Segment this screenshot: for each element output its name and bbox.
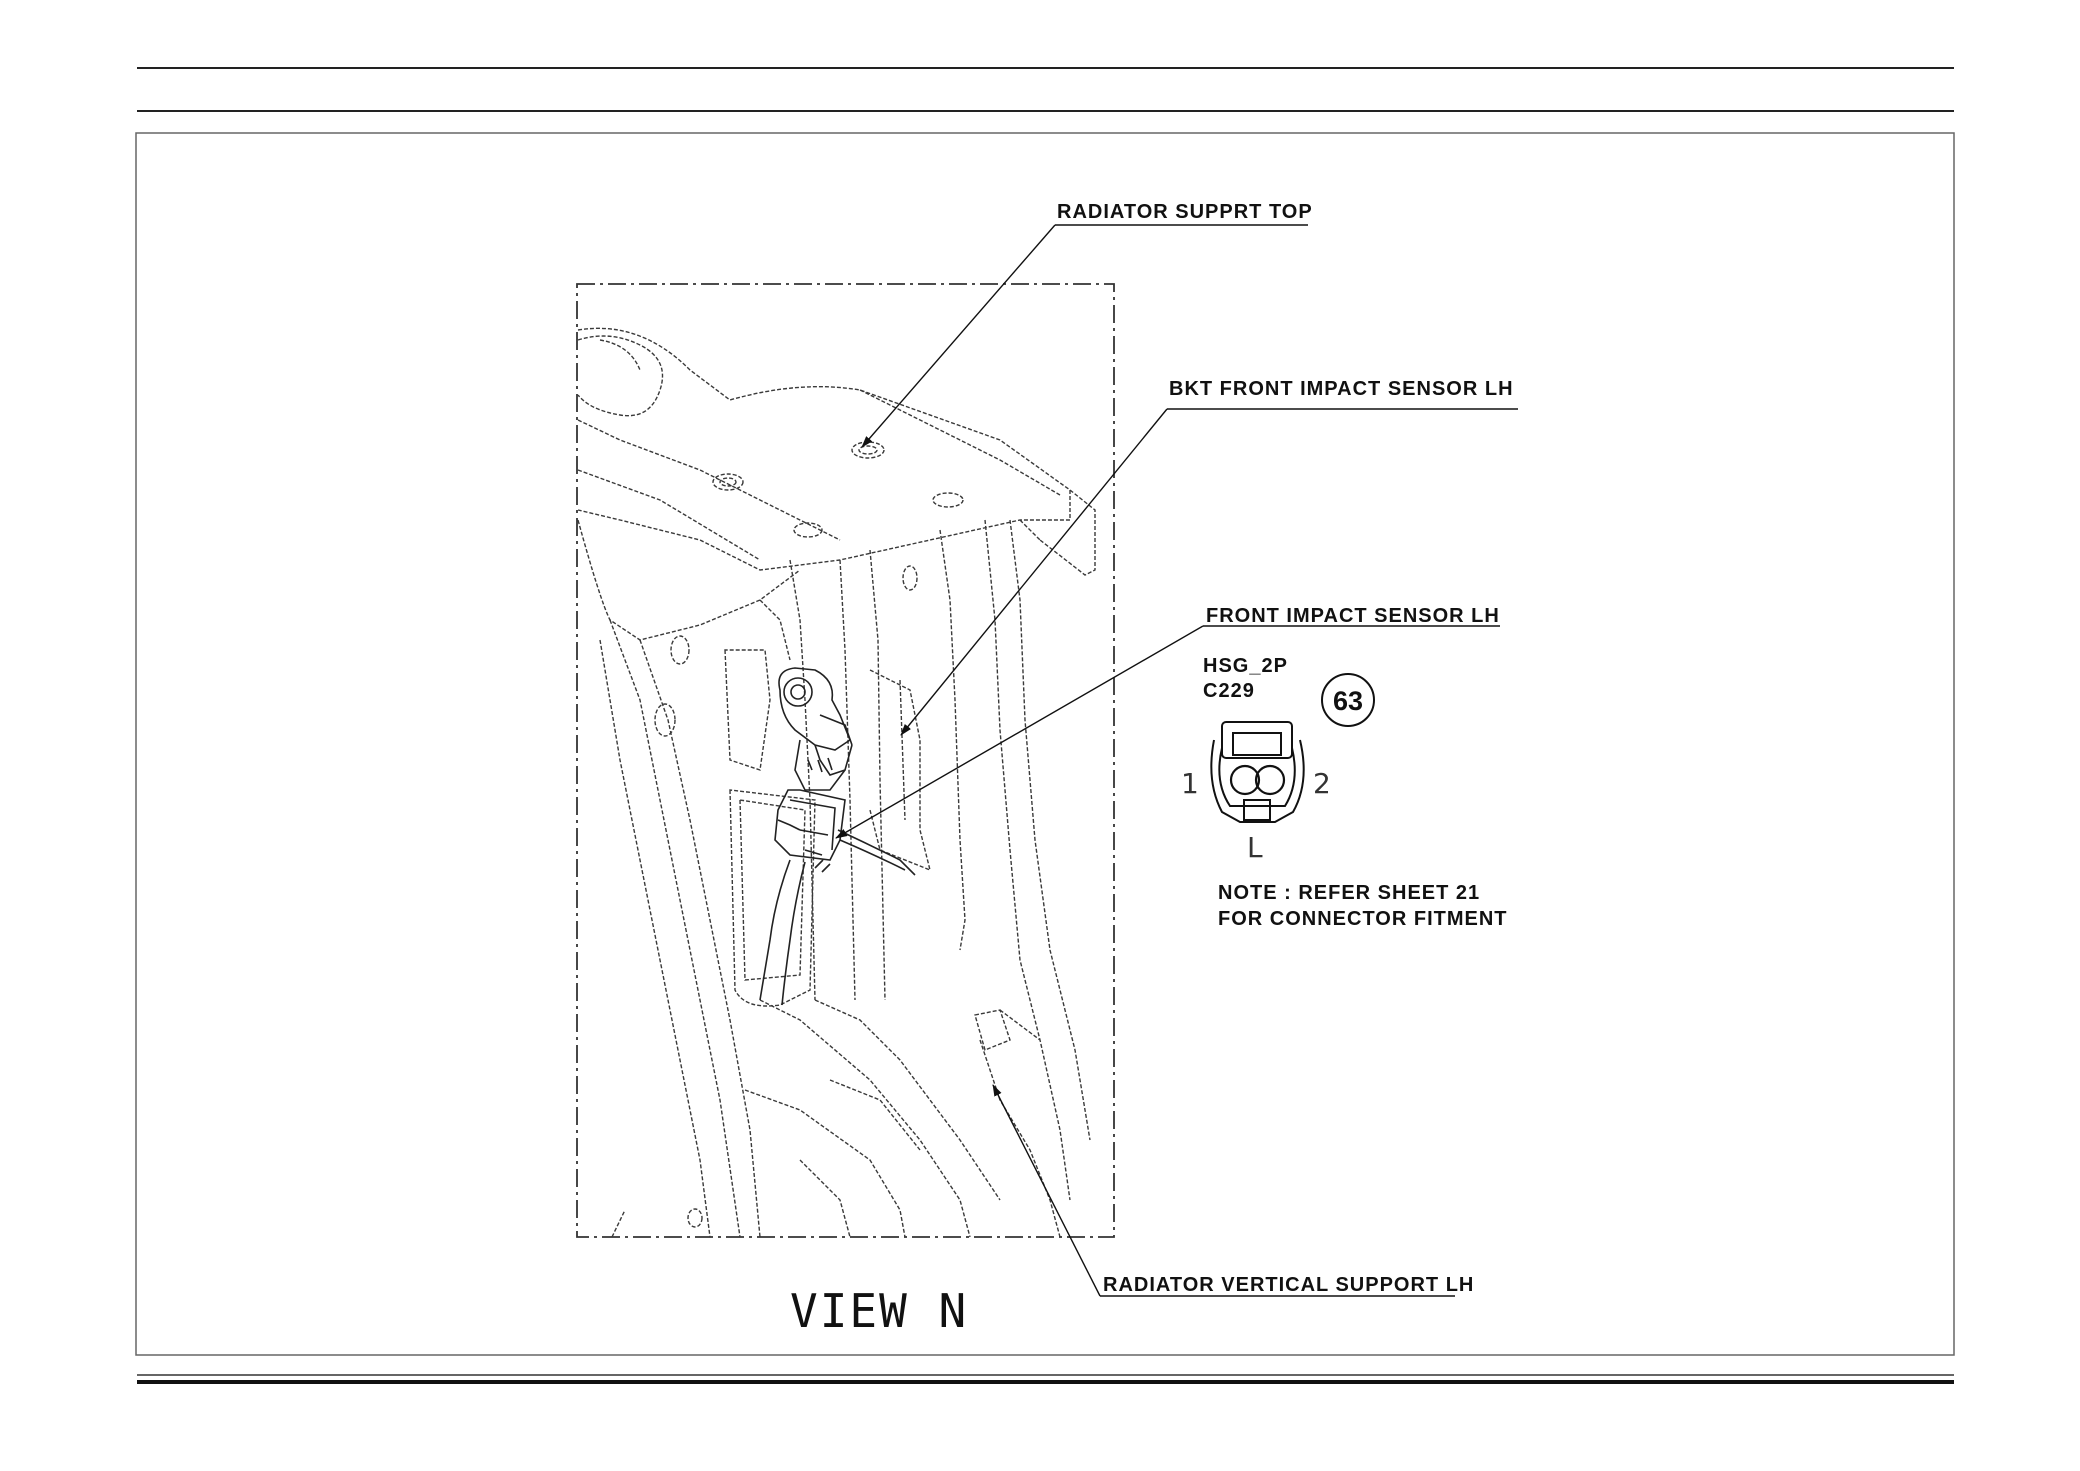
callout-radiator-vertical-support: RADIATOR VERTICAL SUPPORT LH: [1103, 1274, 1474, 1296]
connector-badge: [1321, 673, 1375, 727]
connector-housing-label: HSG_2P: [1203, 655, 1288, 677]
connector-pin-2: 2: [1313, 767, 1331, 800]
connector-code-label: C229: [1203, 680, 1255, 702]
connector-face-icon: [1210, 721, 1305, 823]
callout-bkt-front-impact-sensor: BKT FRONT IMPACT SENSOR LH: [1169, 378, 1514, 400]
note-line-1: NOTE : REFER SHEET 21: [1218, 882, 1480, 904]
callout-front-impact-sensor: FRONT IMPACT SENSOR LH: [1206, 605, 1500, 627]
drawing-frame: [135, 132, 1955, 1356]
view-boundary: [576, 283, 1115, 1238]
leader-lines: [835, 224, 1518, 1297]
connector-badge-number: 63: [1333, 686, 1363, 716]
view-title: VIEW N: [790, 1284, 968, 1338]
front-impact-sensor-illustration: [759, 667, 916, 1006]
callout-radiator-support-top: RADIATOR SUPPRT TOP: [1057, 201, 1313, 223]
connector-key-label: L: [1247, 831, 1263, 864]
radiator-support-illustration: [577, 327, 1096, 1238]
note-line-2: FOR CONNECTOR FITMENT: [1218, 908, 1508, 930]
connector-detail: HSG_2P C229 63 1 2 L: [1181, 655, 1375, 864]
connector-pin-1: 1: [1181, 767, 1199, 800]
